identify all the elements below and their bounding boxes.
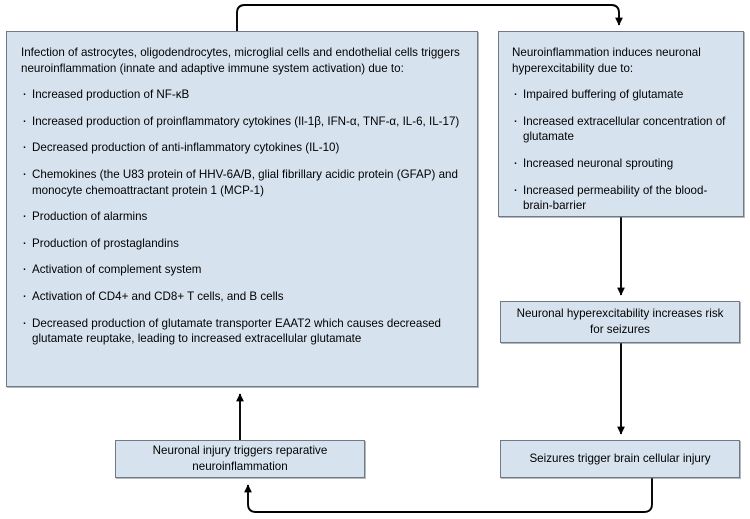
box-reparative-neuroinflammation: Neuronal injury triggers reparative neur…	[115, 440, 365, 478]
list-item: Activation of complement system	[21, 261, 463, 278]
list-item: Increased extracellular concentration of…	[512, 113, 730, 145]
box-hyperexcitability-causes: Neuroinflammation induces neuronal hyper…	[498, 31, 744, 217]
box-brain-cellular-injury: Seizures trigger brain cellular injury	[500, 440, 740, 478]
seizure-risk-text: Neuronal hyperexcitability increases ris…	[516, 307, 724, 336]
connector-infection-to-hyperexcitability	[236, 4, 623, 31]
list-item: Impaired buffering of glutamate	[512, 86, 730, 103]
box-infection-neuroinflammation: Infection of astrocytes, oligodendrocyte…	[6, 31, 478, 387]
hyperexcitability-bullet-list: Impaired buffering of glutamate Increase…	[512, 86, 730, 214]
list-item: Production of alarmins	[21, 208, 463, 225]
reparative-text: Neuronal injury triggers reparative neur…	[152, 444, 328, 473]
list-item: Decreased production of glutamate transp…	[21, 315, 463, 347]
list-item: Activation of CD4+ and CD8+ T cells, and…	[21, 288, 463, 305]
list-item: Increased production of NF-κB	[21, 86, 463, 103]
connector-brain-injury-to-reparative	[244, 478, 653, 513]
list-item: Chemokines (the U83 protein of HHV-6A/B,…	[21, 166, 463, 198]
brain-injury-text: Seizures trigger brain cellular injury	[529, 452, 711, 466]
box-seizure-risk: Neuronal hyperexcitability increases ris…	[500, 301, 740, 343]
list-item: Decreased production of anti-inflammator…	[21, 139, 463, 156]
list-item: Increased permeability of the blood-brai…	[512, 182, 730, 214]
infection-bullet-list: Increased production of NF-κB Increased …	[21, 86, 463, 347]
list-item: Production of prostaglandins	[21, 235, 463, 252]
hyperexcitability-header: Neuroinflammation induces neuronal hyper…	[512, 46, 701, 75]
infection-header: Infection of astrocytes, oligodendrocyte…	[21, 46, 460, 75]
list-item: Increased production of proinflammatory …	[21, 113, 463, 130]
list-item: Increased neuronal sprouting	[512, 155, 730, 172]
